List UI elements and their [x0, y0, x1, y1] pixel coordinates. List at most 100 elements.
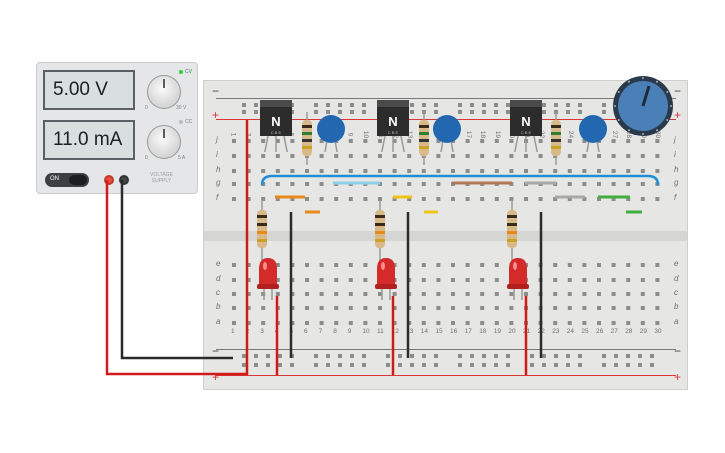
rail-hole[interactable]	[386, 354, 390, 358]
breadboard-hole[interactable]	[626, 154, 631, 158]
breadboard-hole[interactable]	[611, 182, 616, 186]
breadboard-hole[interactable]	[494, 321, 499, 325]
breadboard-hole[interactable]	[348, 278, 353, 282]
breadboard-hole[interactable]	[305, 321, 309, 325]
breadboard-hole[interactable]	[275, 263, 280, 267]
rail-hole[interactable]	[578, 363, 582, 367]
breadboard-hole[interactable]	[363, 263, 368, 267]
breadboard-hole[interactable]	[378, 169, 382, 173]
breadboard-hole[interactable]	[305, 169, 309, 173]
breadboard-hole[interactable]	[436, 292, 441, 296]
breadboard-hole[interactable]	[553, 321, 558, 325]
breadboard-hole[interactable]	[567, 169, 572, 173]
breadboard-hole[interactable]	[348, 321, 353, 325]
breadboard-hole[interactable]	[290, 169, 295, 173]
breadboard-hole[interactable]	[363, 306, 368, 310]
rail-hole[interactable]	[266, 354, 270, 358]
rail-hole[interactable]	[506, 354, 510, 358]
breadboard-hole[interactable]	[319, 263, 324, 267]
rail-hole[interactable]	[482, 110, 486, 114]
rail-hole[interactable]	[338, 110, 342, 114]
breadboard-hole[interactable]	[611, 169, 616, 173]
rail-hole[interactable]	[434, 103, 438, 107]
breadboard-hole[interactable]	[246, 154, 251, 158]
breadboard-hole[interactable]	[582, 169, 587, 173]
breadboard-hole[interactable]	[378, 306, 382, 310]
breadboard-hole[interactable]	[465, 197, 470, 201]
breadboard-hole[interactable]	[232, 182, 236, 186]
breadboard-hole[interactable]	[626, 197, 631, 201]
breadboard-hole[interactable]	[334, 197, 339, 201]
breadboard-hole[interactable]	[334, 278, 339, 282]
breadboard-hole[interactable]	[640, 169, 645, 173]
breadboard-hole[interactable]	[407, 154, 412, 158]
rail-hole[interactable]	[494, 110, 498, 114]
breadboard-hole[interactable]	[465, 292, 470, 296]
rail-hole[interactable]	[254, 103, 258, 107]
breadboard-hole[interactable]	[261, 197, 266, 201]
breadboard-hole[interactable]	[421, 306, 426, 310]
breadboard-hole[interactable]	[655, 321, 660, 325]
breadboard-hole[interactable]	[611, 306, 616, 310]
breadboard-hole[interactable]	[232, 139, 236, 143]
breadboard-hole[interactable]	[538, 197, 543, 201]
breadboard-hole[interactable]	[392, 182, 397, 186]
breadboard-hole[interactable]	[363, 139, 368, 143]
rail-hole[interactable]	[422, 103, 426, 107]
breadboard-hole[interactable]	[348, 263, 353, 267]
breadboard-hole[interactable]	[611, 292, 616, 296]
breadboard-hole[interactable]	[567, 139, 572, 143]
breadboard-hole[interactable]	[246, 169, 251, 173]
breadboard-hole[interactable]	[655, 306, 660, 310]
breadboard-hole[interactable]	[626, 182, 631, 186]
breadboard-hole[interactable]	[363, 169, 368, 173]
breadboard-hole[interactable]	[305, 263, 309, 267]
breadboard-hole[interactable]	[290, 182, 295, 186]
breadboard-hole[interactable]	[451, 321, 455, 325]
breadboard-hole[interactable]	[582, 263, 587, 267]
rail-hole[interactable]	[434, 354, 438, 358]
breadboard-hole[interactable]	[582, 197, 587, 201]
breadboard-hole[interactable]	[275, 278, 280, 282]
breadboard-hole[interactable]	[232, 306, 236, 310]
breadboard-hole[interactable]	[421, 263, 426, 267]
resistor[interactable]	[375, 210, 385, 248]
breadboard-hole[interactable]	[378, 139, 382, 143]
breadboard-hole[interactable]	[655, 278, 660, 282]
rail-hole[interactable]	[278, 363, 282, 367]
breadboard-hole[interactable]	[480, 169, 485, 173]
breadboard-hole[interactable]	[363, 154, 368, 158]
breadboard-hole[interactable]	[582, 278, 587, 282]
rail-hole[interactable]	[314, 110, 318, 114]
rail-hole[interactable]	[314, 363, 318, 367]
breadboard-hole[interactable]	[597, 182, 601, 186]
breadboard-hole[interactable]	[465, 306, 470, 310]
breadboard-hole[interactable]	[232, 263, 236, 267]
breadboard-hole[interactable]	[597, 292, 601, 296]
breadboard-hole[interactable]	[392, 306, 397, 310]
breadboard-hole[interactable]	[640, 306, 645, 310]
breadboard-hole[interactable]	[465, 321, 470, 325]
breadboard-hole[interactable]	[436, 321, 441, 325]
npn-transistor[interactable]	[260, 103, 292, 136]
breadboard-hole[interactable]	[436, 154, 441, 158]
breadboard-hole[interactable]	[582, 321, 587, 325]
breadboard-hole[interactable]	[319, 182, 324, 186]
breadboard-hole[interactable]	[305, 278, 309, 282]
breadboard-hole[interactable]	[319, 169, 324, 173]
breadboard-hole[interactable]	[305, 306, 309, 310]
breadboard-hole[interactable]	[290, 306, 295, 310]
rail-hole[interactable]	[650, 354, 654, 358]
rail-hole[interactable]	[362, 103, 366, 107]
breadboard-hole[interactable]	[261, 139, 266, 143]
rail-hole[interactable]	[350, 354, 354, 358]
rail-hole[interactable]	[362, 110, 366, 114]
breadboard-hole[interactable]	[640, 292, 645, 296]
breadboard-hole[interactable]	[626, 292, 631, 296]
rail-hole[interactable]	[470, 354, 474, 358]
breadboard-hole[interactable]	[392, 139, 397, 143]
breadboard-hole[interactable]	[232, 292, 236, 296]
negative-terminal[interactable]	[119, 175, 129, 185]
breadboard-hole[interactable]	[640, 263, 645, 267]
breadboard-hole[interactable]	[597, 278, 601, 282]
